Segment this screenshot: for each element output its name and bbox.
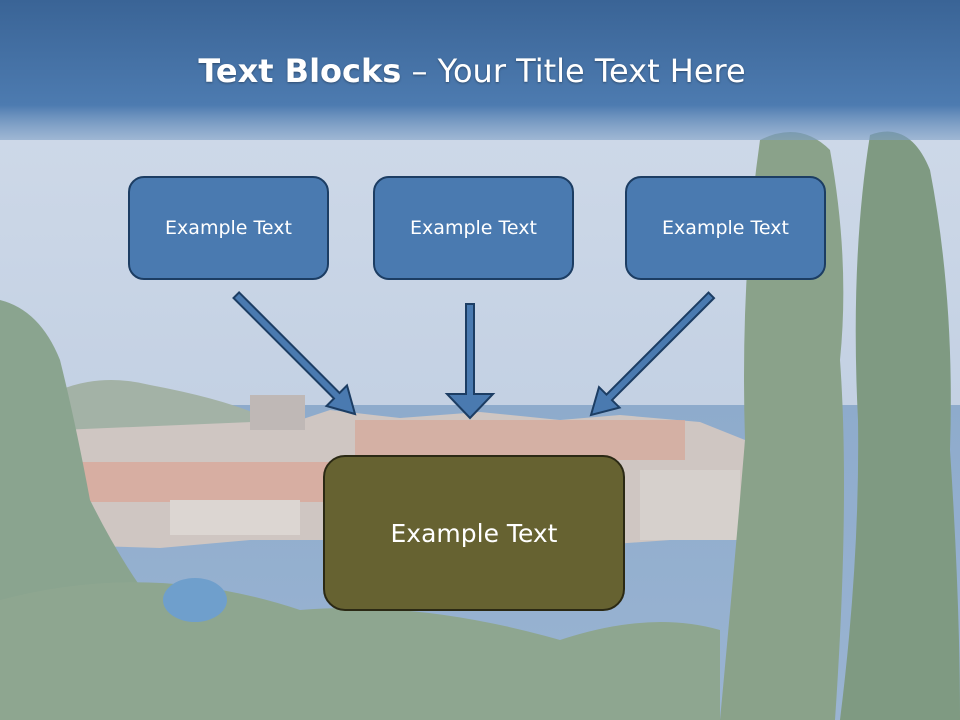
title-rest: Your Title Text Here [437, 52, 746, 90]
text-block-2[interactable]: Example Text [373, 176, 574, 280]
title-bold: Text Blocks [198, 52, 402, 90]
arrow-center [444, 303, 496, 420]
text-block-1[interactable]: Example Text [128, 176, 329, 280]
target-block[interactable]: Example Text [323, 455, 625, 611]
page-title: Text Blocks – Your Title Text Here [0, 52, 944, 90]
arrow-right [589, 291, 716, 417]
text-block-3[interactable]: Example Text [625, 176, 826, 280]
title-separator: – [401, 52, 438, 90]
arrow-left [232, 290, 357, 416]
